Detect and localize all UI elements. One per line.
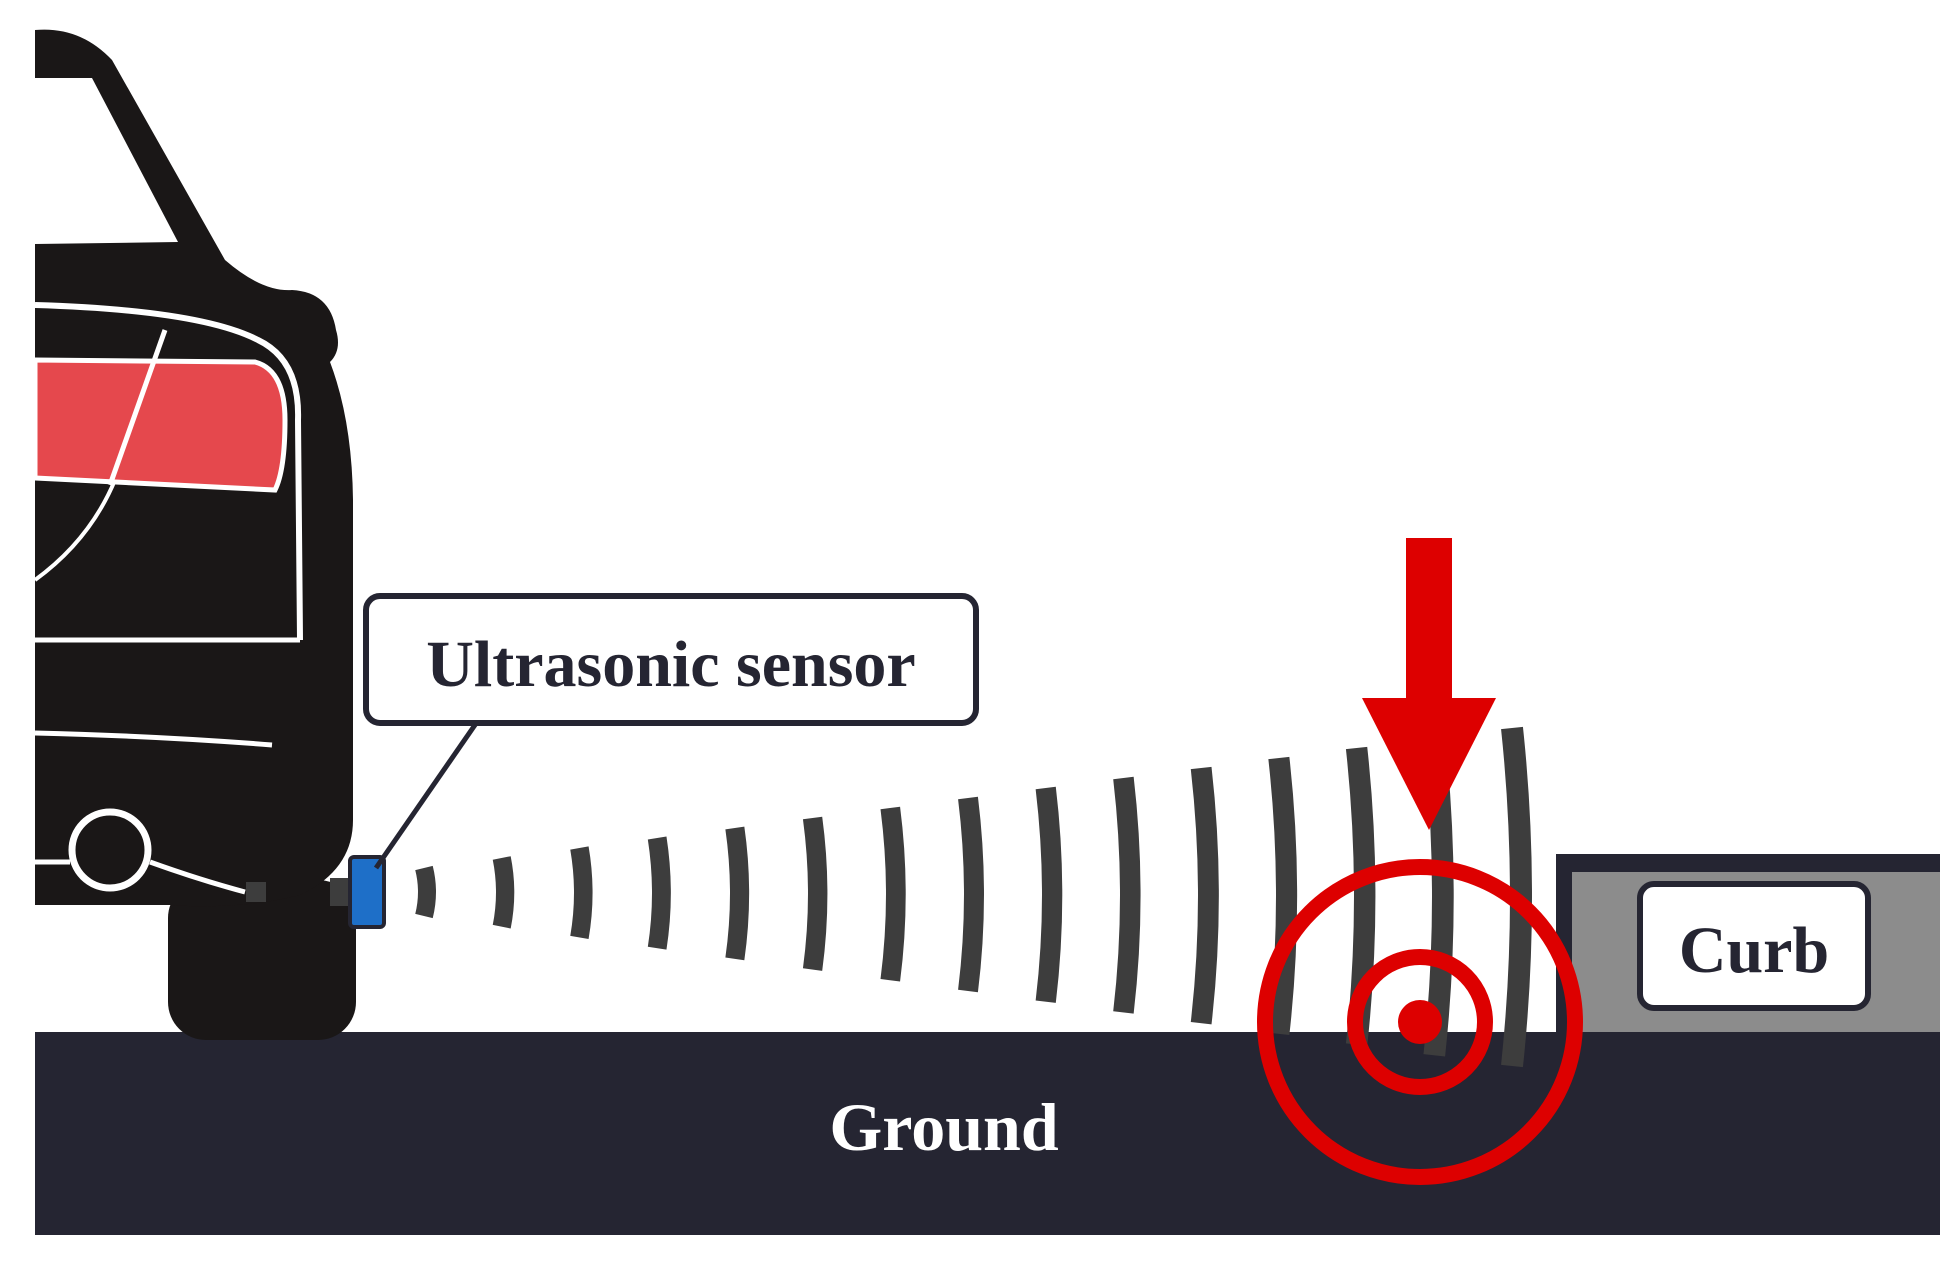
sound-wave-arc bbox=[647, 836, 671, 950]
car-rear-icon bbox=[32, 29, 356, 1040]
sound-wave-arc bbox=[415, 865, 436, 919]
sensor-label-box: Ultrasonic sensor bbox=[363, 593, 979, 726]
target-icon bbox=[1257, 859, 1583, 1185]
sound-wave-arc bbox=[958, 796, 984, 993]
sensor-callout-line bbox=[373, 720, 480, 870]
sound-wave-arc bbox=[1268, 756, 1298, 1036]
sound-wave-arc bbox=[725, 826, 750, 961]
sensor-label: Ultrasonic sensor bbox=[426, 628, 915, 701]
sound-wave-arc bbox=[880, 806, 906, 982]
ground-label: Ground bbox=[829, 1089, 1058, 1165]
sensor-icon bbox=[348, 855, 386, 929]
sound-wave-arc bbox=[1190, 766, 1219, 1025]
sound-wave-arc bbox=[1113, 776, 1141, 1014]
sound-wave-arc bbox=[1035, 786, 1063, 1003]
sound-wave-arc bbox=[802, 816, 828, 971]
sound-wave-arc bbox=[492, 856, 515, 929]
curb-label-box: Curb bbox=[1637, 881, 1871, 1011]
ground-band bbox=[35, 1032, 1940, 1235]
curb-label: Curb bbox=[1679, 914, 1829, 987]
arrow-down-icon bbox=[1362, 538, 1496, 830]
sound-wave-arc bbox=[570, 846, 593, 940]
